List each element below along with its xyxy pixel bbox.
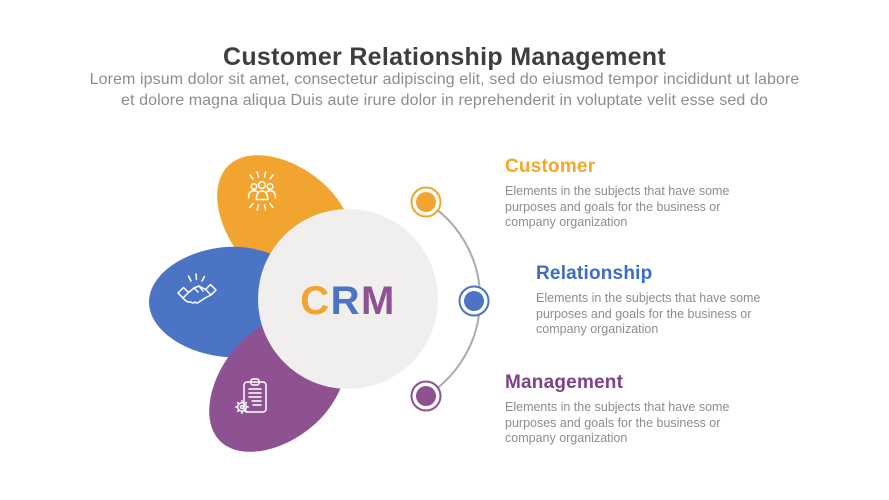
- crm-letter-c: C: [300, 278, 331, 323]
- section-customer-heading: Customer: [505, 156, 596, 177]
- subtitle-line-2: et dolore magna aliqua Duis aute irure d…: [121, 92, 768, 109]
- section-relationship-heading: Relationship: [536, 263, 653, 284]
- section-management-description: Elements in the subjects that have some …: [505, 400, 730, 445]
- timeline-dot-relationship: [458, 285, 490, 317]
- clipboard-gear-icon: [234, 378, 267, 415]
- section-relationship-description: Elements in the subjects that have some …: [536, 291, 761, 336]
- section-management-heading: Management: [505, 372, 624, 393]
- timeline-dot-management: [410, 380, 442, 412]
- subtitle-line-1: Lorem ipsum dolor sit amet, consectetur …: [89, 71, 800, 88]
- crm-letter-m: M: [360, 278, 396, 323]
- people-group-icon: [247, 171, 277, 211]
- crm-letter-r: R: [330, 278, 361, 323]
- section-customer: Customer Elements in the subjects that h…: [505, 156, 757, 231]
- section-customer-description: Elements in the subjects that have some …: [505, 184, 730, 229]
- section-management: Management Elements in the subjects that…: [505, 372, 757, 447]
- timeline-dot-customer: [410, 186, 442, 218]
- page-subtitle: Lorem ipsum dolor sit amet, consectetur …: [0, 69, 889, 111]
- handshake-icon: [177, 273, 217, 304]
- section-relationship: Relationship Elements in the subjects th…: [536, 263, 788, 338]
- crm-center-circle: [258, 209, 438, 389]
- page-title: Customer Relationship Management: [223, 42, 666, 71]
